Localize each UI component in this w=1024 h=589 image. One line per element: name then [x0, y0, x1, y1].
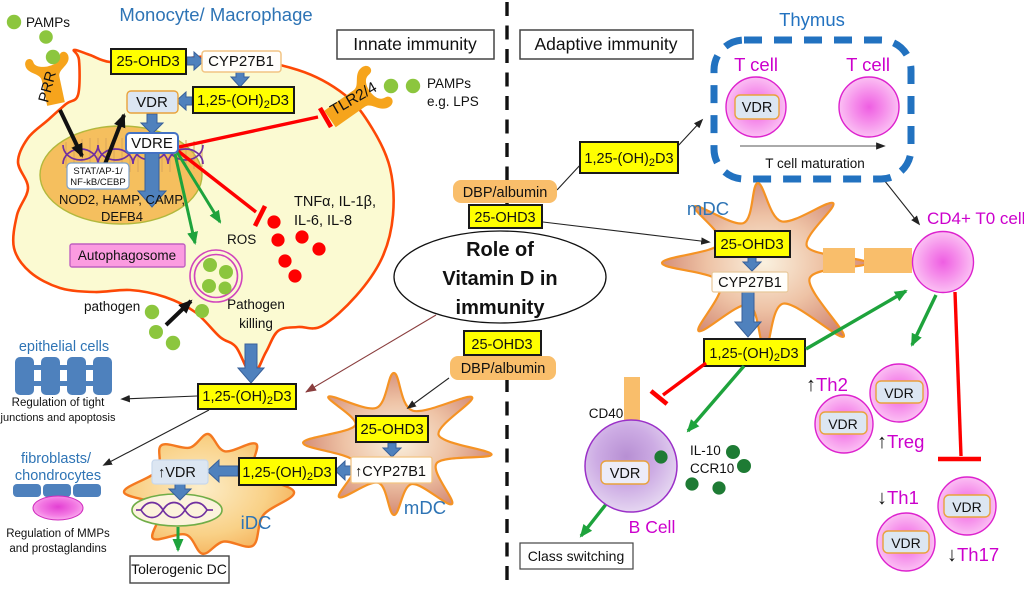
svg-text:25-OHD3: 25-OHD3 — [116, 53, 179, 70]
svg-text:NF-kB/CEBP: NF-kB/CEBP — [70, 177, 125, 188]
svg-text:e.g. LPS: e.g. LPS — [427, 94, 479, 109]
svg-text:immunity: immunity — [456, 297, 546, 319]
svg-text:fibroblasts/: fibroblasts/ — [21, 451, 92, 467]
svg-text:NOD2, HAMP, CAMP,: NOD2, HAMP, CAMP, — [59, 192, 185, 207]
svg-text:25-OHD3: 25-OHD3 — [720, 236, 783, 253]
svg-text:DBP/albumin: DBP/albumin — [463, 185, 548, 201]
svg-text:↓Th17: ↓Th17 — [947, 544, 999, 566]
svg-text:mDC: mDC — [404, 497, 446, 518]
svg-text:VDR: VDR — [952, 499, 982, 515]
svg-text:VDRE: VDRE — [131, 135, 173, 152]
svg-text:T cell maturation: T cell maturation — [765, 156, 865, 171]
svg-text:25-OHD3: 25-OHD3 — [474, 210, 535, 226]
svg-text:Pathogen: Pathogen — [227, 297, 285, 312]
svg-text:Thymus: Thymus — [779, 9, 845, 30]
svg-text:Autophagosome: Autophagosome — [78, 248, 176, 263]
svg-text:↓Th1: ↓Th1 — [877, 487, 919, 509]
svg-text:CD40: CD40 — [589, 406, 624, 421]
svg-text:1,25-(OH)2D3: 1,25-(OH)2D3 — [197, 92, 289, 111]
svg-text:junctions and apoptosis: junctions and apoptosis — [0, 412, 116, 424]
svg-text:CYP27B1: CYP27B1 — [208, 53, 274, 70]
svg-text:Regulation of MMPs: Regulation of MMPs — [6, 528, 110, 540]
svg-text:Vitamin D in: Vitamin D in — [442, 268, 557, 290]
svg-text:CCR10: CCR10 — [690, 461, 734, 476]
svg-text:pathogen: pathogen — [84, 299, 140, 314]
svg-text:25-OHD3: 25-OHD3 — [471, 337, 532, 353]
svg-text:DEFB4: DEFB4 — [101, 209, 143, 224]
svg-text:↑VDR: ↑VDR — [158, 465, 196, 481]
svg-text:1,25-(OH)2D3: 1,25-(OH)2D3 — [709, 346, 798, 364]
svg-text:VDR: VDR — [136, 94, 168, 111]
svg-text:1,25-(OH)2D3: 1,25-(OH)2D3 — [242, 465, 331, 483]
svg-text:Adaptive immunity: Adaptive immunity — [535, 34, 678, 54]
svg-text:Regulation of tight: Regulation of tight — [12, 397, 106, 409]
svg-text:DBP/albumin: DBP/albumin — [461, 361, 546, 377]
svg-text:1,25-(OH)2D3: 1,25-(OH)2D3 — [202, 389, 291, 407]
svg-text:VDR: VDR — [610, 466, 641, 482]
svg-text:1,25-(OH)2D3: 1,25-(OH)2D3 — [584, 151, 673, 169]
svg-text:Role of: Role of — [466, 239, 534, 261]
svg-text:T cell: T cell — [846, 54, 890, 75]
svg-text:CD4+ T0 cell: CD4+ T0 cell — [927, 209, 1024, 228]
svg-text:and prostaglandins: and prostaglandins — [9, 543, 106, 555]
svg-text:STAT/AP-1/: STAT/AP-1/ — [73, 166, 123, 177]
svg-text:IL-6, IL-8: IL-6, IL-8 — [294, 213, 352, 229]
svg-text:↑Th2: ↑Th2 — [806, 374, 848, 396]
svg-text:VDR: VDR — [828, 416, 858, 432]
svg-text:VDR: VDR — [742, 100, 773, 116]
svg-text:IL-10: IL-10 — [690, 443, 721, 458]
svg-text:T cell: T cell — [734, 54, 778, 75]
svg-text:killing: killing — [239, 316, 273, 331]
svg-text:chondrocytes: chondrocytes — [15, 468, 101, 484]
svg-text:25-OHD3: 25-OHD3 — [360, 421, 423, 438]
svg-text:TNFα, IL-1β,: TNFα, IL-1β, — [294, 194, 376, 210]
svg-text:CYP27B1: CYP27B1 — [718, 275, 782, 291]
svg-text:↑Treg: ↑Treg — [877, 431, 924, 453]
svg-text:↑CYP27B1: ↑CYP27B1 — [355, 464, 426, 480]
svg-text:iDC: iDC — [241, 512, 272, 533]
svg-text:VDR: VDR — [884, 385, 914, 401]
svg-text:Monocyte/ Macrophage: Monocyte/ Macrophage — [119, 4, 312, 25]
svg-text:Innate immunity: Innate immunity — [353, 34, 477, 54]
svg-text:VDR: VDR — [891, 535, 921, 551]
svg-text:epithelial cells: epithelial cells — [19, 339, 109, 355]
svg-text:mDC: mDC — [687, 198, 729, 219]
svg-text:PAMPs: PAMPs — [26, 15, 70, 30]
svg-text:Class switching: Class switching — [528, 548, 624, 564]
svg-text:ROS: ROS — [227, 232, 256, 247]
svg-text:B Cell: B Cell — [629, 517, 676, 537]
svg-text:Tolerogenic DC: Tolerogenic DC — [131, 561, 227, 577]
svg-text:PAMPs: PAMPs — [427, 76, 471, 91]
